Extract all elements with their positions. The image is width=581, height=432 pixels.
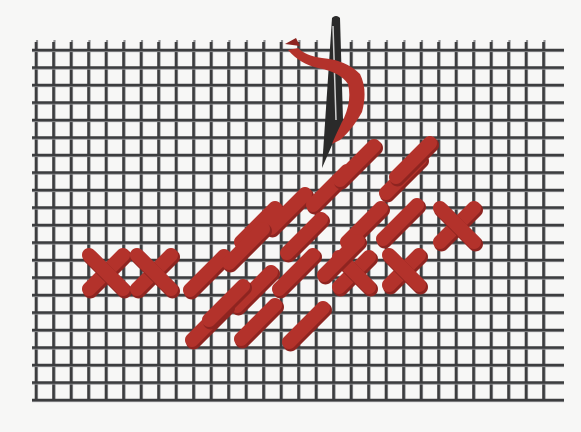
- cross-stitch-illustration: [0, 0, 581, 432]
